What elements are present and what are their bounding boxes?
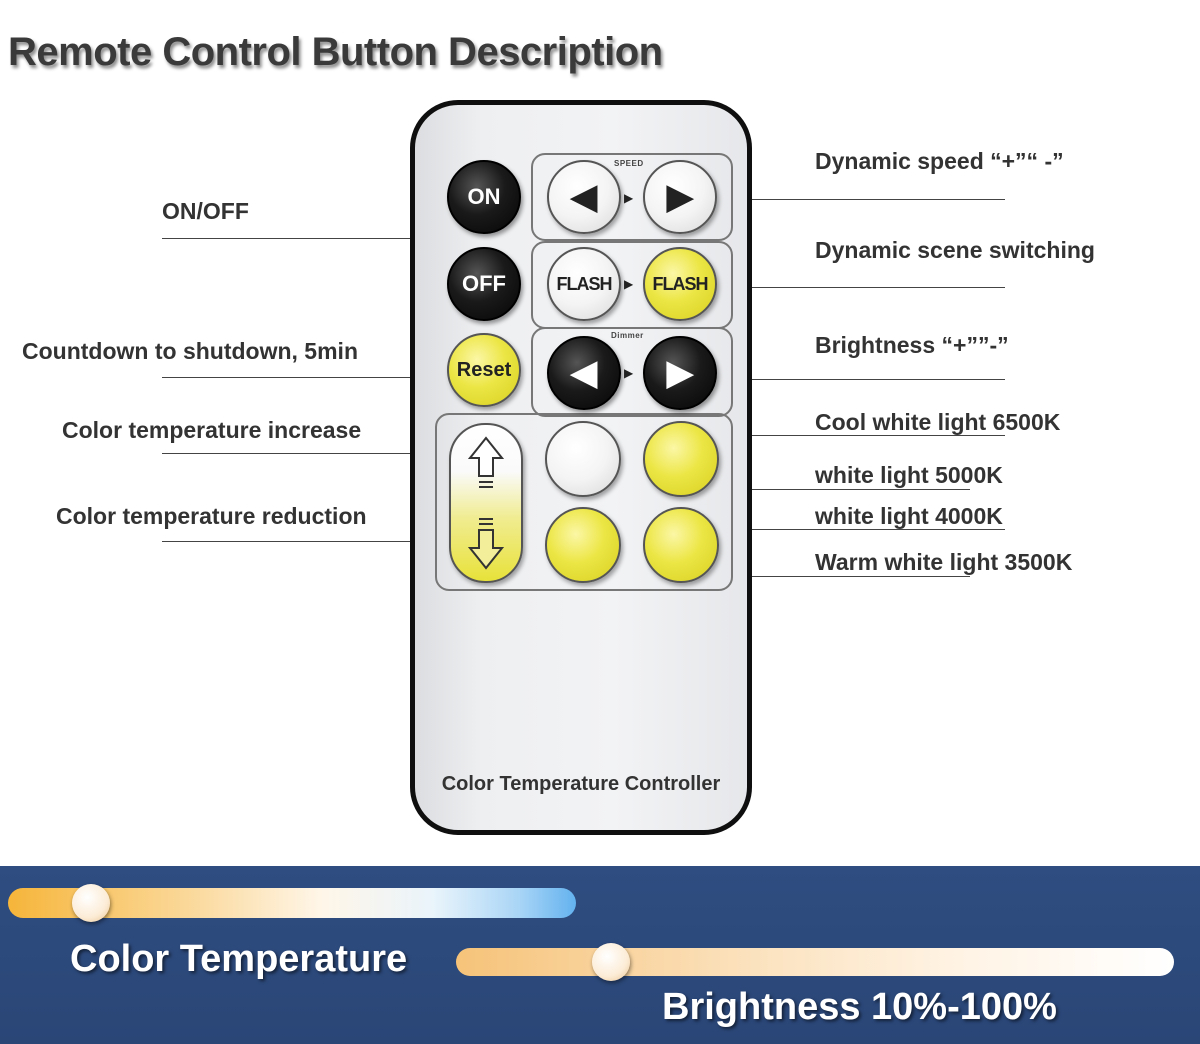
label-dynamic-speed: Dynamic speed “+”“ -” xyxy=(815,148,1064,174)
white-4000k-button[interactable] xyxy=(545,507,621,583)
warm-white-3500k-button[interactable] xyxy=(643,507,719,583)
brightness-up-button[interactable]: ▶ xyxy=(643,336,717,410)
label-ct-reduction: Color temperature reduction xyxy=(56,503,367,529)
remote-control: SPEED Dimmer ON OFF Reset ◀ ▶ ▶ FLASH ▶ … xyxy=(410,100,752,835)
leader-ct-reduction xyxy=(162,541,462,542)
brightness-down-button[interactable]: ◀ xyxy=(547,336,621,410)
ct-increase-icon[interactable] xyxy=(468,436,504,492)
leader-dynamic-speed xyxy=(712,199,1005,200)
label-ct-increase: Color temperature increase xyxy=(62,417,362,443)
white-5000k-button[interactable] xyxy=(643,421,719,497)
reset-button[interactable]: Reset xyxy=(447,333,521,407)
label-countdown: Countdown to shutdown, 5min xyxy=(22,338,358,364)
ct-reduction-icon[interactable] xyxy=(468,514,504,570)
brightness-slider xyxy=(456,943,1174,981)
leader-warm-white xyxy=(705,576,970,577)
speed-frame xyxy=(531,153,733,241)
flash-arrow-icon: ▶ xyxy=(624,277,634,291)
label-cool-white: Cool white light 6500K xyxy=(815,409,1061,435)
label-brightness: Brightness “+””-” xyxy=(815,332,1009,358)
label-on-off: ON/OFF xyxy=(162,198,249,224)
color-temperature-slider xyxy=(8,884,576,922)
leader-brightness xyxy=(712,379,1005,380)
speed-up-button[interactable]: ▶ xyxy=(643,160,717,234)
label-white-5000: white light 5000K xyxy=(815,462,1003,488)
remote-brand-text: Color Temperature Controller xyxy=(441,773,721,795)
cool-white-6500k-button[interactable] xyxy=(545,421,621,497)
leader-white-5000 xyxy=(705,489,970,490)
speed-caption: SPEED xyxy=(614,159,644,168)
label-warm-white: Warm white light 3500K xyxy=(815,549,1073,575)
color-temp-frame xyxy=(435,413,733,591)
leader-ct-increase xyxy=(162,453,462,454)
dimmer-frame xyxy=(531,327,733,417)
label-white-4000: white light 4000K xyxy=(815,503,1003,529)
label-scene-switching: Dynamic scene switching xyxy=(815,237,1095,263)
brightness-label: Brightness 10%-100% xyxy=(662,986,1057,1028)
speed-down-button[interactable]: ◀ xyxy=(547,160,621,234)
feature-banner: Color Temperature Brightness 10%-100% xyxy=(0,866,1200,1044)
brightness-knob xyxy=(592,943,630,981)
flash-prev-button[interactable]: FLASH xyxy=(547,247,621,321)
speed-arrow-icon: ▶ xyxy=(624,191,634,205)
leader-cool-white xyxy=(615,435,1005,436)
color-temperature-label: Color Temperature xyxy=(70,938,408,980)
color-temperature-knob xyxy=(72,884,110,922)
on-button[interactable]: ON xyxy=(447,160,521,234)
color-temp-pill xyxy=(449,423,523,583)
leader-countdown xyxy=(162,377,452,378)
leader-on-off xyxy=(162,238,452,239)
dimmer-caption: Dimmer xyxy=(611,331,644,340)
leader-scene-switching xyxy=(712,287,1005,288)
off-button[interactable]: OFF xyxy=(447,247,521,321)
page-title: Remote Control Button Description xyxy=(8,30,663,74)
dimmer-arrow-icon: ▶ xyxy=(624,366,634,380)
flash-next-button[interactable]: FLASH xyxy=(643,247,717,321)
leader-white-4000 xyxy=(615,529,1005,530)
